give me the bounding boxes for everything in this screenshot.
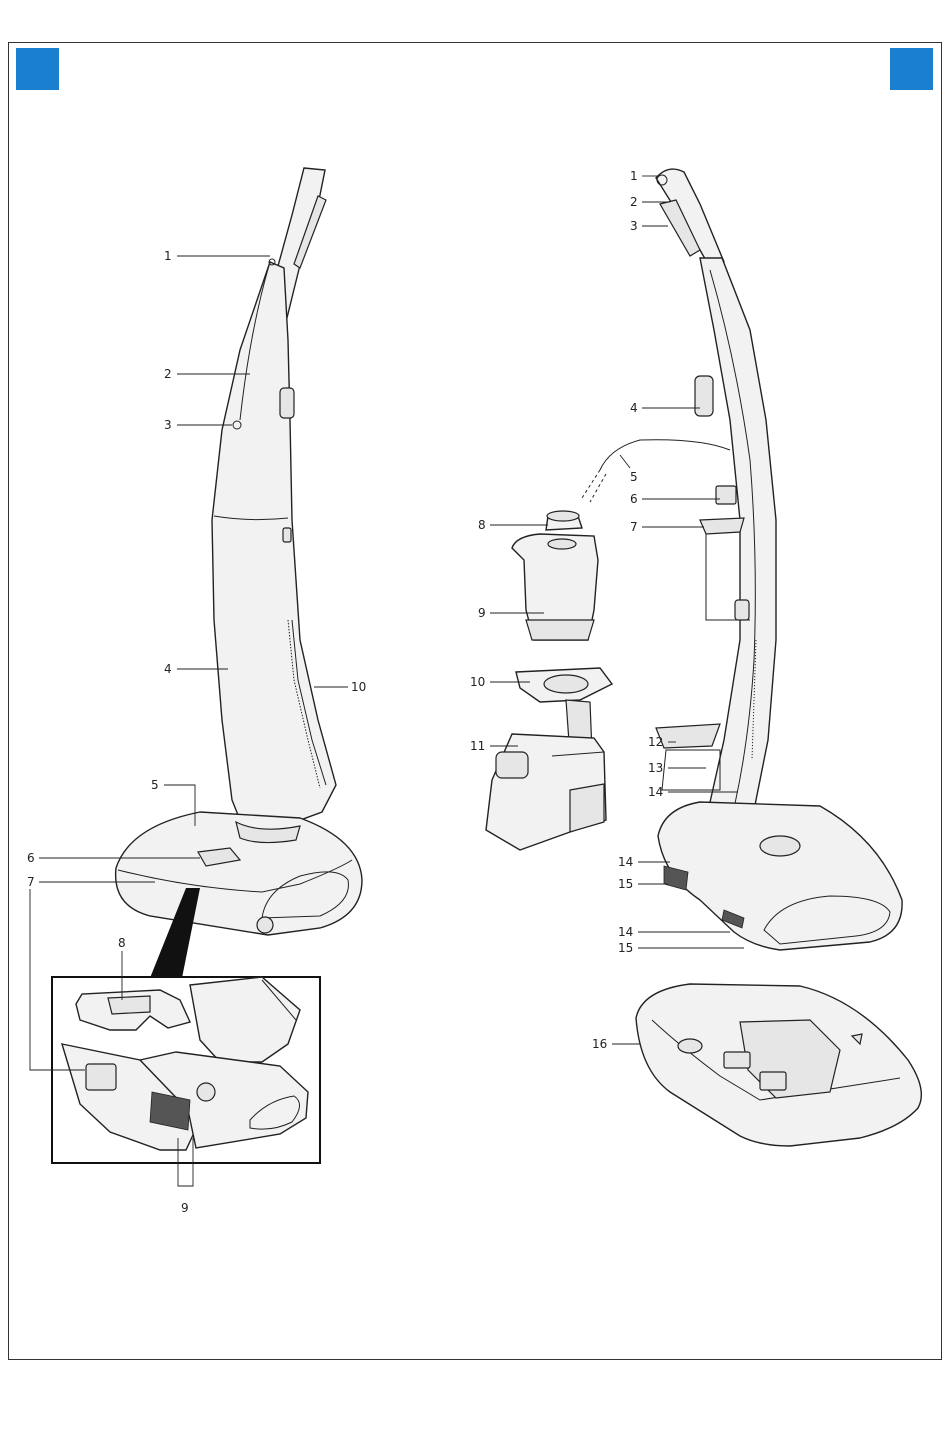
docking-station-illustration <box>636 984 921 1146</box>
callout-right-14b: 14 <box>618 855 633 869</box>
callout-left-5: 5 <box>151 778 159 792</box>
left-vacuum-illustration <box>116 168 362 935</box>
callout-left-9: 9 <box>181 1201 189 1215</box>
callout-right-10: 10 <box>470 675 485 689</box>
callout-right-15b: 15 <box>618 941 633 955</box>
callout-left-2: 2 <box>164 367 172 381</box>
callout-right-14c: 14 <box>618 925 633 939</box>
callout-right-15a: 15 <box>618 877 633 891</box>
callout-right-8: 8 <box>478 518 486 532</box>
callout-right-16: 16 <box>592 1037 607 1051</box>
exploded-parts-illustration <box>486 511 612 850</box>
callout-right-4: 4 <box>630 401 638 415</box>
callout-left-6: 6 <box>27 851 35 865</box>
callout-right-7: 7 <box>630 520 638 534</box>
callout-left-4: 4 <box>164 662 172 676</box>
callout-right-5: 5 <box>630 470 638 484</box>
right-vacuum-illustration <box>582 169 902 950</box>
callout-right-2: 2 <box>630 195 638 209</box>
callout-right-12: 12 <box>648 735 663 749</box>
callout-left-3: 3 <box>164 418 172 432</box>
callout-left-1: 1 <box>164 249 172 263</box>
callout-right-3: 3 <box>630 219 638 233</box>
callout-left-10: 10 <box>351 680 366 694</box>
callout-right-9: 9 <box>478 606 486 620</box>
callout-right-1: 1 <box>630 169 638 183</box>
callout-left-8: 8 <box>118 936 126 950</box>
callout-left-7: 7 <box>27 875 35 889</box>
callout-right-13: 13 <box>648 761 663 775</box>
callout-right-6: 6 <box>630 492 638 506</box>
callout-right-14a: 14 <box>648 785 663 799</box>
callout-right-11: 11 <box>470 739 485 753</box>
